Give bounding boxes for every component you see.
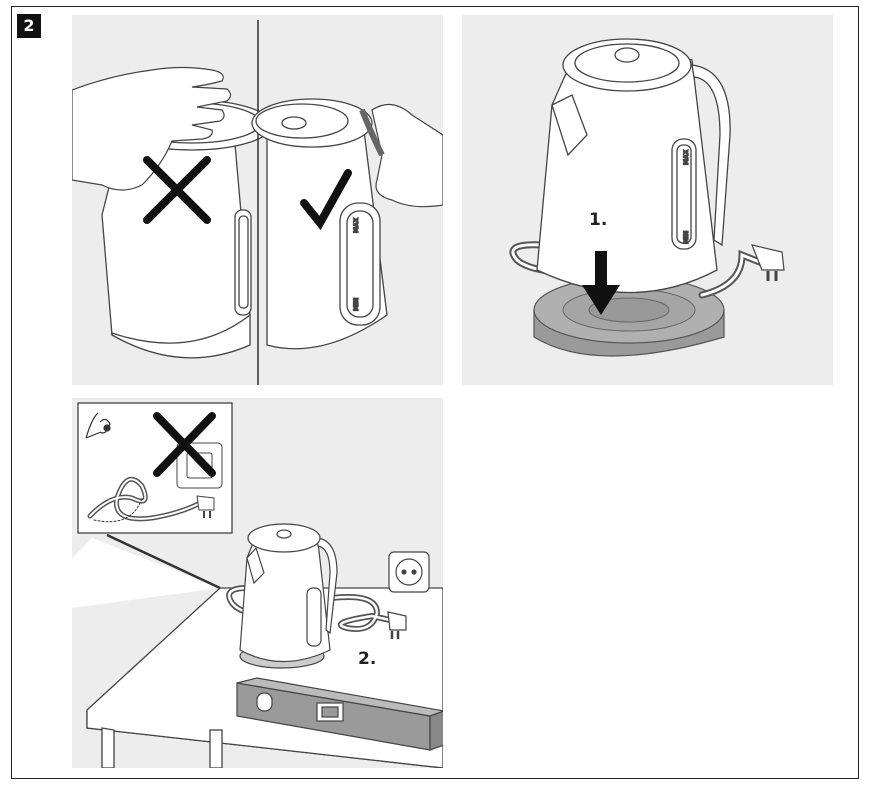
panel-base-placement: MAX MIN 1. — [462, 15, 833, 385]
callout-wedge — [72, 538, 220, 608]
plug-icon — [387, 611, 407, 639]
min-label: MIN — [683, 231, 690, 244]
cross-icon — [143, 156, 211, 224]
kettle-on-base: MAX MIN — [536, 38, 731, 294]
checkmark-icon — [300, 169, 352, 231]
placement-illustration: 2. — [72, 402, 443, 768]
wall-socket-icon — [388, 551, 430, 593]
step-label-1: 1. — [589, 210, 607, 230]
max-label: MAX — [353, 217, 360, 233]
hand-right — [359, 104, 443, 208]
panel-placement: 2. — [72, 398, 443, 768]
power-base — [533, 276, 725, 357]
spirit-level-icon — [236, 677, 443, 751]
max-label: MAX — [683, 149, 690, 165]
step-label-2: 2. — [358, 649, 376, 669]
panel-handling: MAX MIN — [72, 15, 443, 385]
plug-icon — [196, 495, 215, 518]
handling-illustration: MAX MIN — [72, 20, 443, 385]
figure-frame — [11, 6, 859, 779]
base-placement-illustration: MAX MIN 1. — [509, 38, 785, 357]
min-label: MIN — [353, 298, 360, 311]
kettle-small — [239, 523, 338, 669]
plug-icon — [751, 244, 785, 281]
step-badge: 2 — [17, 14, 41, 38]
eye-icon — [85, 412, 111, 439]
kettle-right: MAX MIN — [251, 98, 388, 350]
cross-icon — [153, 412, 216, 477]
arrow-down-icon — [582, 251, 620, 315]
tangled-cord — [87, 476, 205, 523]
cord-safety-inset — [77, 402, 233, 534]
